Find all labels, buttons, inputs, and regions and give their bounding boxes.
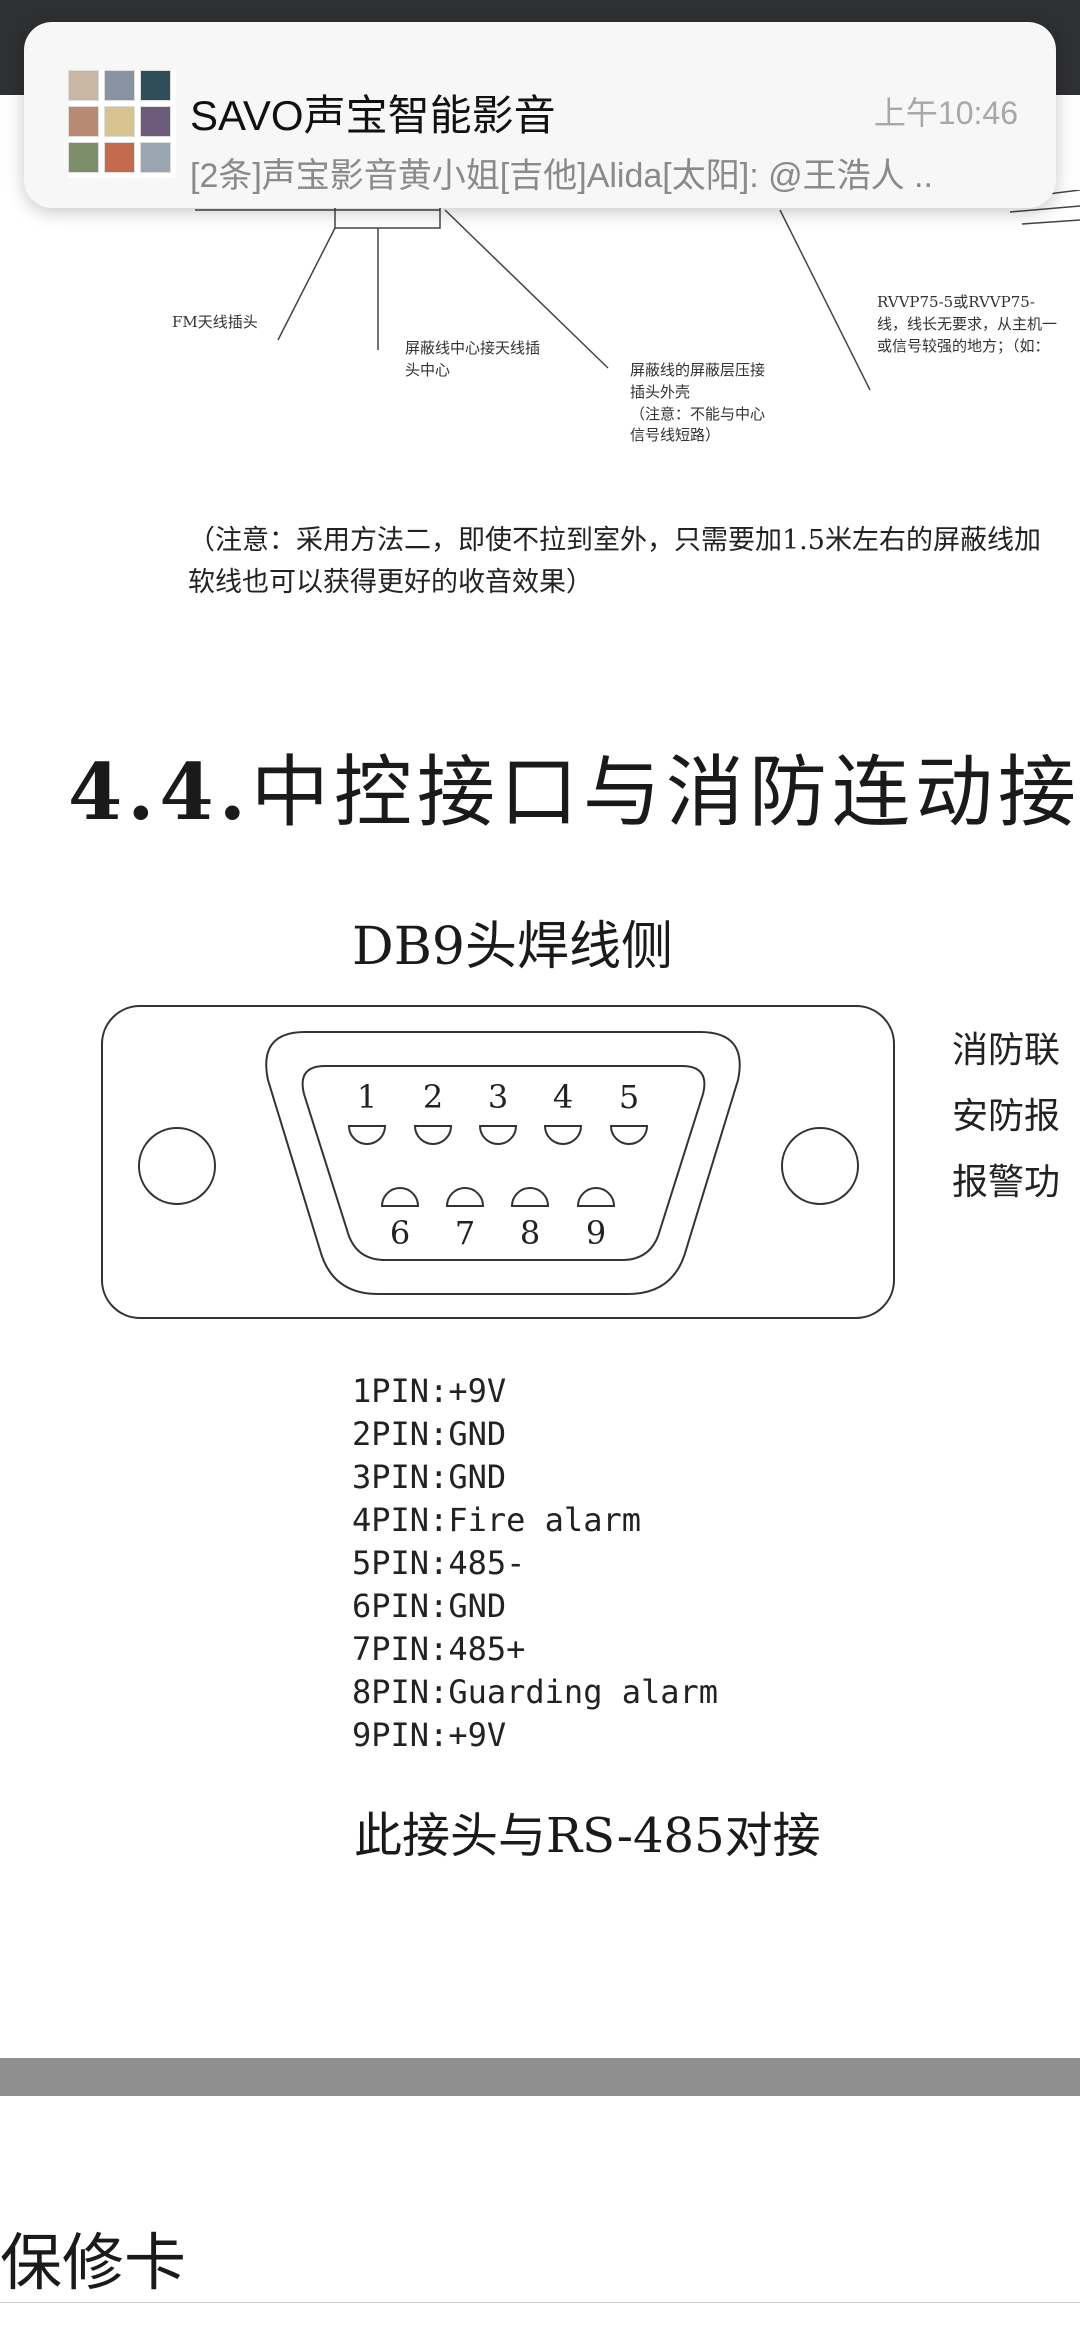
db9-connector-diagram: 1 2 3 4 5 6 7 8 9	[101, 1005, 895, 1319]
db9-right-screw-hole	[781, 1127, 859, 1205]
side-text-line: 消防联	[952, 1030, 1061, 1071]
db9-pin-number: 5	[619, 1078, 639, 1116]
rs485-note: 此接头与RS-485对接	[354, 1808, 821, 1864]
db9-socket-top	[609, 1125, 649, 1145]
cable-strand-2	[1009, 205, 1080, 213]
side-text-column: 消防联 安防报 报警功	[952, 1018, 1060, 1216]
notification-title: SAVO声宝智能影音	[190, 92, 556, 139]
leader-fm-plug	[277, 227, 336, 341]
db9-pin-field-outline	[301, 1065, 706, 1261]
pin-assignment-list: 1PIN:+9V 2PIN:GND 3PIN:GND 4PIN:Fire ala…	[352, 1370, 718, 1757]
db9-pin-number: 9	[586, 1214, 606, 1252]
group-avatar	[68, 70, 176, 178]
db9-socket-bottom	[510, 1187, 550, 1207]
db9-socket-top	[478, 1125, 518, 1145]
db9-pin-number: 6	[390, 1214, 410, 1252]
cable-strand-3	[1021, 219, 1080, 225]
note-paragraph: （注意：采用方法二，即使不拉到室外，只需要加1.5米左右的屏蔽线加软线也可以获得…	[188, 525, 1041, 598]
pin-assignment: 4PIN:Fire alarm	[352, 1501, 641, 1539]
db9-socket-top	[543, 1125, 583, 1145]
warranty-title: 保修卡	[0, 2226, 187, 2299]
db9-socket-top	[347, 1125, 387, 1145]
page-divider-band	[0, 2058, 1080, 2096]
db9-socket-top	[413, 1125, 453, 1145]
pin-assignment: 2PIN:GND	[352, 1415, 507, 1453]
db9-left-screw-hole	[138, 1127, 216, 1205]
notification-time: 上午10:46	[873, 95, 1018, 131]
notification-message: [2条]声宝影音黄小姐[吉他]Alida[太阳]: @王浩人 ..	[190, 157, 933, 195]
section-number: 4.4.	[68, 747, 251, 838]
db9-outer-shell	[101, 1005, 895, 1319]
pin-assignment: 8PIN:Guarding alarm	[352, 1673, 719, 1711]
pin-assignment: 3PIN:GND	[352, 1458, 507, 1496]
pin-assignment: 6PIN:GND	[352, 1587, 507, 1625]
db9-title: DB9头焊线侧	[352, 917, 673, 977]
side-text-line: 报警功	[952, 1162, 1061, 1203]
pin-assignment: 5PIN:485-	[352, 1544, 526, 1582]
shield-layer-label: 屏蔽线的屏蔽层压接 插头外壳 （注意：不能与中心 信号线短路）	[630, 361, 766, 445]
db9-pin-number: 8	[520, 1214, 540, 1252]
section-heading: 4.4.中控接口与消防连动接	[68, 730, 1080, 842]
db9-socket-bottom	[445, 1187, 485, 1207]
pin-assignment: 1PIN:+9V	[352, 1372, 507, 1410]
db9-pin-number: 2	[423, 1078, 443, 1116]
shield-center-label: 屏蔽线中心接天线插 头中心	[405, 339, 541, 379]
db9-pin-number: 7	[455, 1214, 475, 1252]
cable-label: RVVP75-5或RVVP75- 线，线长无要求，从主机一 或信号较强的地方；（…	[877, 293, 1058, 355]
pin-assignment: 7PIN:485+	[352, 1630, 526, 1668]
wechat-notification-banner[interactable]: SAVO声宝智能影音 上午10:46 [2条]声宝影音黄小姐[吉他]Alida[…	[24, 22, 1056, 208]
side-text-line: 安防报	[952, 1096, 1061, 1137]
db9-pin-number: 1	[357, 1078, 377, 1116]
bottom-divider	[0, 2302, 1080, 2303]
db9-pin-number: 4	[553, 1078, 573, 1116]
section-title-text: 中控接口与消防连动接	[250, 748, 1080, 838]
leader-cable	[779, 209, 871, 391]
db9-socket-bottom	[380, 1187, 420, 1207]
db9-shield-outline	[265, 1031, 741, 1295]
fm-plug-label: FM天线插头	[172, 313, 258, 331]
pin-assignment: 9PIN:+9V	[352, 1716, 507, 1754]
db9-socket-bottom	[576, 1187, 616, 1207]
leader-shield-layer	[444, 209, 609, 369]
db9-pin-number: 3	[488, 1078, 508, 1116]
antenna-wiring-diagram	[195, 190, 1080, 391]
